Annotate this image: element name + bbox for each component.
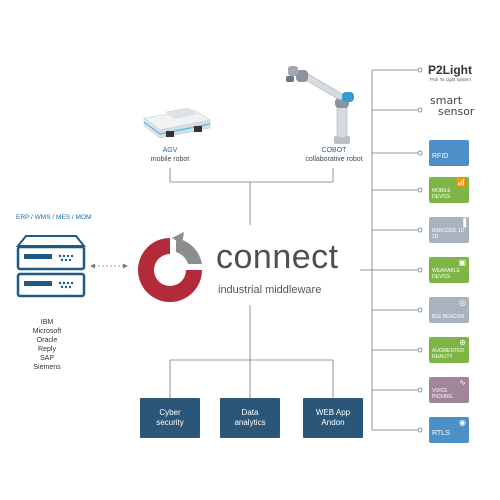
tile-label: RTLS <box>432 430 450 437</box>
smart-sensor-line2: sensor <box>438 105 475 118</box>
service-web-app-andon: WEB App Andon <box>303 398 363 438</box>
enterprise-label: ERP / WMS / MES / MOM <box>16 214 92 221</box>
smart-sensor-line1: smart <box>430 94 463 107</box>
tile-label: BARCODE 1D 2D <box>432 228 465 240</box>
cobot-caption: COBOT collaborative robot <box>292 146 376 164</box>
beacon-icon: ◎ <box>459 298 466 307</box>
p2light-tagline: Pick To Light system <box>430 77 471 82</box>
hub-title: connect <box>216 238 339 276</box>
cobot-arm-image <box>286 66 354 144</box>
connect-logo-icon <box>138 232 202 302</box>
tile-label: RFID <box>432 153 449 160</box>
enterprise-systems-list: IBM Microsoft Oracle Reply SAP Siemens <box>8 318 86 372</box>
agv-robot-image <box>143 107 211 139</box>
system-item: SAP <box>39 355 54 362</box>
ar-icon: ⊕ <box>459 338 466 347</box>
tile-label: MOBILE DEVICE <box>432 188 451 200</box>
service-data-analytics: Data analytics <box>220 398 280 438</box>
service-label: WEB App Andon <box>315 408 351 427</box>
tile-augmented-reality: ⊕ AUGMENTED REALITY <box>429 337 469 363</box>
service-cyber-security: Cyber security <box>140 398 200 438</box>
agv-caption: AGV mobile robot <box>140 146 200 164</box>
tile-mobile-device: 📶 MOBILE DEVICE <box>429 177 469 203</box>
tile-wearable-device: ▣ WEARABLE DEVICE <box>429 257 469 283</box>
tile-label: BLE BEACON <box>432 314 464 320</box>
server-icon <box>15 235 87 298</box>
agv-subtitle: mobile robot <box>150 156 190 163</box>
tile-ble-beacon: ◎ BLE BEACON <box>429 297 469 323</box>
smart-sensor-logo: smart sensor <box>430 95 474 117</box>
system-item: Reply <box>38 346 56 353</box>
voice-icon: ∿ <box>459 378 466 387</box>
barcode-icon: ▐ <box>460 218 466 227</box>
system-item: IBM <box>40 319 54 326</box>
tile-voice-picking: ∿ VOICE PICKING <box>429 377 469 403</box>
system-item: Siemens <box>33 364 61 371</box>
agv-title: AGV <box>162 147 178 154</box>
cobot-title: COBOT <box>321 147 347 154</box>
hub-subtitle: industrial middleware <box>218 284 322 296</box>
service-label: Data analytics <box>234 408 266 427</box>
system-item: Microsoft <box>32 328 62 335</box>
tile-label: WEARABLE DEVICE <box>432 268 460 280</box>
tile-label: VOICE PICKING <box>432 388 453 400</box>
wearable-icon: ▣ <box>458 258 466 267</box>
tile-rtls: ◉ RTLS <box>429 417 469 443</box>
system-item: Oracle <box>36 337 58 344</box>
wifi-icon: 📶 <box>456 178 466 187</box>
tile-label: AUGMENTED REALITY <box>432 348 464 360</box>
tile-barcode: ▐ BARCODE 1D 2D <box>429 217 469 243</box>
p2light-logo: P2Light <box>428 63 472 77</box>
location-pin-icon: ◉ <box>459 418 466 427</box>
cobot-subtitle: collaborative robot <box>305 156 363 163</box>
tile-rfid: RFID <box>429 140 469 166</box>
service-label: Cyber security <box>156 408 184 427</box>
